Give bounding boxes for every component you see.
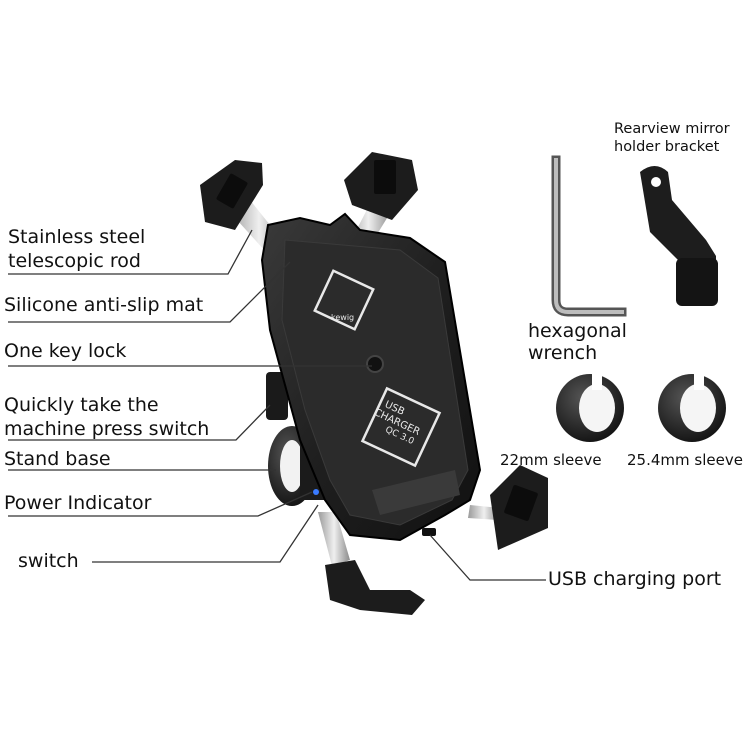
label-wrench-line1: hexagonal — [528, 320, 627, 342]
leader-lines — [8, 229, 546, 581]
label-sleeve-22: 22mm sleeve — [500, 451, 602, 469]
label-mirror-line1: Rearview mirror — [614, 121, 730, 137]
label-base: Stand base — [4, 448, 111, 470]
label-switch: switch — [18, 550, 79, 572]
grip-clamps — [200, 152, 548, 615]
holder-body — [260, 212, 482, 542]
mirror-bracket-image — [640, 166, 718, 306]
device-logo-text: kewig — [331, 313, 355, 322]
label-indicator: Power Indicator — [4, 492, 152, 514]
label-quick-line1: Quickly take the — [4, 394, 159, 416]
sleeve-images — [556, 372, 726, 442]
label-wrench-line2: wrench — [528, 342, 598, 364]
label-rod-line1: Stainless steel — [8, 226, 146, 248]
hex-wrench-image — [551, 155, 627, 317]
label-usb-port: USB charging port — [548, 568, 722, 590]
label-rod-line2: telescopic rod — [8, 250, 141, 272]
label-mat: Silicone anti-slip mat — [4, 294, 204, 316]
label-lock: One key lock — [4, 340, 127, 362]
label-mirror-line2: holder bracket — [614, 139, 720, 155]
label-quick-line2: machine press switch — [4, 418, 210, 440]
label-sleeve-25: 25.4mm sleeve — [627, 451, 743, 469]
